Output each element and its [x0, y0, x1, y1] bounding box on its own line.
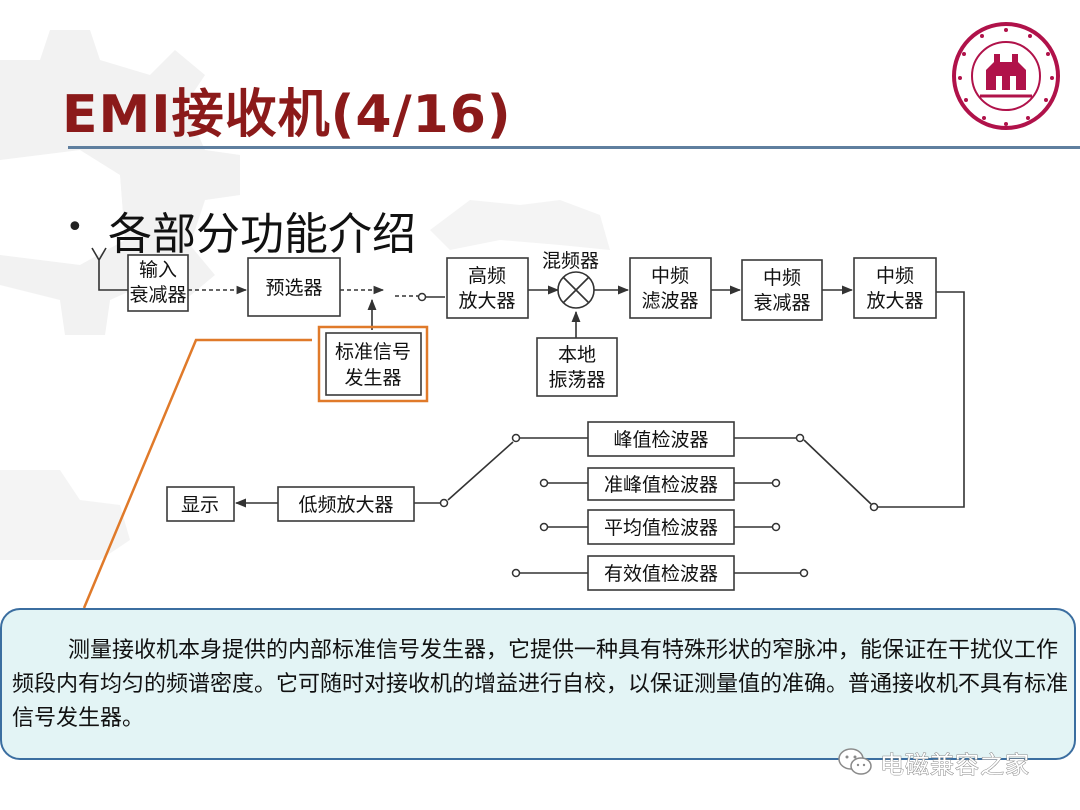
rms-detector-block: 有效值检波器 — [587, 555, 735, 591]
explanation-text: 测量接收机本身提供的内部标准信号发生器，它提供一种具有特殊形状的窄脉冲，能保证在… — [12, 638, 1069, 731]
if-filter-block: 中频 滤波器 — [629, 257, 712, 319]
university-seal-logo — [952, 22, 1060, 130]
svg-text:低频放大器: 低频放大器 — [298, 494, 393, 516]
svg-text:中频: 中频 — [876, 265, 914, 287]
antenna-icon — [91, 247, 128, 291]
svg-text:振荡器: 振荡器 — [548, 369, 605, 391]
svg-text:放大器: 放大器 — [458, 290, 515, 312]
if-attenuator-block: 中频 衰减器 — [741, 259, 823, 321]
svg-text:准峰值检波器: 准峰值检波器 — [604, 474, 718, 496]
local-oscillator-block: 本地 振荡器 — [536, 337, 618, 397]
explanation-callout-box — [0, 608, 1076, 760]
bullet-marker: • — [66, 210, 84, 245]
svg-text:本地: 本地 — [558, 344, 596, 366]
svg-text:衰减器: 衰减器 — [753, 292, 810, 314]
title-divider — [68, 146, 1080, 149]
rf-amplifier-block: 高频 放大器 — [446, 257, 529, 319]
preselector-block: 预选器 — [247, 257, 341, 317]
wechat-icon — [838, 748, 872, 775]
bullet-heading: 各部分功能介绍 — [108, 209, 416, 260]
svg-text:平均值检波器: 平均值检波器 — [604, 517, 718, 539]
svg-text:中频: 中频 — [763, 267, 801, 289]
svg-text:滤波器: 滤波器 — [641, 290, 698, 312]
callout-pointer-line — [82, 338, 312, 609]
svg-text:放大器: 放大器 — [866, 290, 923, 312]
if-amplifier-block: 中频 放大器 — [853, 257, 937, 319]
display-block: 显示 — [166, 486, 235, 522]
watermark-text: 电磁兼容之家 — [880, 750, 1030, 779]
calibration-generator-block: 标准信号 发生器 — [325, 332, 422, 396]
mixer-symbol — [557, 271, 595, 309]
svg-text:发生器: 发生器 — [344, 367, 401, 389]
svg-text:预选器: 预选器 — [265, 277, 322, 299]
svg-text:有效值检波器: 有效值检波器 — [604, 563, 718, 585]
audio-amplifier-block: 低频放大器 — [277, 486, 415, 522]
input-attenuator-block: 输入 衰减器 — [127, 254, 189, 312]
svg-text:显示: 显示 — [181, 494, 219, 516]
watermark: 电磁兼容之家 — [838, 742, 1030, 782]
slide-title: EMI接收机(4/16) — [62, 85, 512, 145]
svg-text:峰值检波器: 峰值检波器 — [613, 429, 708, 451]
peak-detector-block: 峰值检波器 — [587, 421, 735, 457]
svg-text:输入: 输入 — [139, 259, 177, 281]
quasi-peak-detector-block: 准峰值检波器 — [587, 467, 735, 501]
svg-text:中频: 中频 — [651, 265, 689, 287]
svg-text:标准信号: 标准信号 — [335, 341, 411, 363]
svg-text:高频: 高频 — [468, 265, 506, 287]
svg-text:衰减器: 衰减器 — [129, 284, 186, 306]
calibration-highlight-box — [317, 325, 429, 403]
average-detector-block: 平均值检波器 — [587, 509, 735, 545]
mixer-label: 混频器 — [542, 250, 599, 272]
emi-receiver-block-diagram: 混频器 输入 衰减器 预选器 高频 放大器 本地 振荡器 中频 滤波器 中频 衰… — [82, 247, 965, 609]
